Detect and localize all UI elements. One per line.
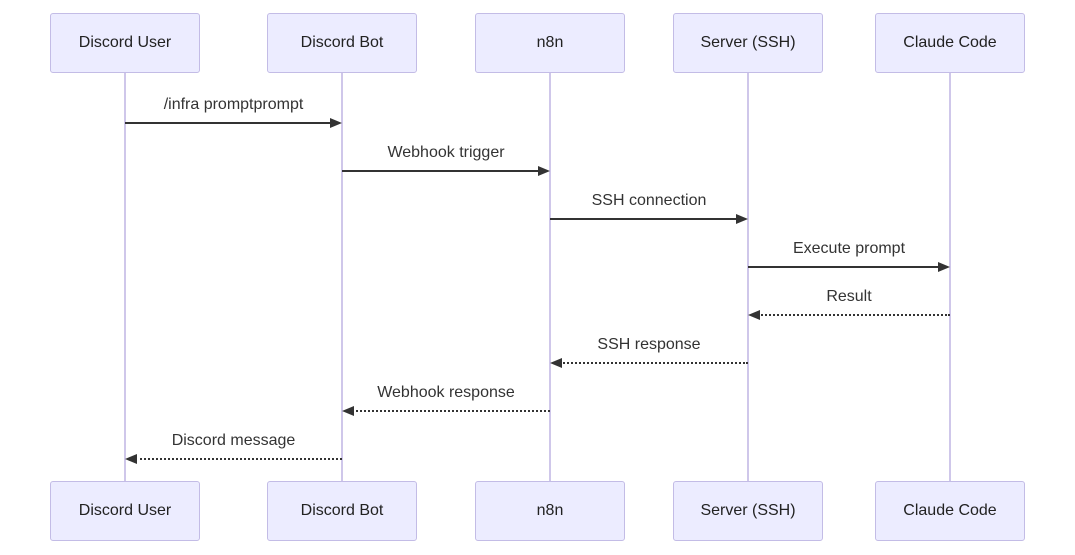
actor-box-top-server-ssh: Server (SSH): [673, 13, 823, 73]
arrowhead-icon: [736, 214, 748, 224]
actor-box-bottom-n8n: n8n: [475, 481, 625, 541]
actor-label-discord-user: Discord User: [78, 502, 172, 519]
actor-label-server-ssh: Server (SSH): [700, 34, 796, 51]
lifeline-claude-code: [949, 73, 951, 481]
actor-label-claude-code: Claude Code: [903, 34, 997, 51]
actor-label-discord-bot: Discord Bot: [300, 34, 384, 51]
message-arrow-line: [352, 410, 550, 412]
lifeline-discord-user: [124, 73, 126, 481]
message-label: /infra promptprompt: [163, 96, 304, 113]
message-arrow-line: [758, 314, 950, 316]
message-arrow-line: [748, 266, 940, 268]
actor-box-top-discord-bot: Discord Bot: [267, 13, 417, 73]
actor-box-top-n8n: n8n: [475, 13, 625, 73]
actor-box-bottom-server-ssh: Server (SSH): [673, 481, 823, 541]
lifeline-discord-bot: [341, 73, 343, 481]
message-arrow-line: [550, 218, 738, 220]
actor-box-top-claude-code: Claude Code: [875, 13, 1025, 73]
actor-label-server-ssh: Server (SSH): [700, 502, 796, 519]
message-arrow-line: [135, 458, 342, 460]
message-label: Execute prompt: [792, 240, 906, 257]
message-arrow-line: [560, 362, 748, 364]
actor-box-bottom-discord-bot: Discord Bot: [267, 481, 417, 541]
actor-label-discord-bot: Discord Bot: [300, 502, 384, 519]
lifeline-n8n: [549, 73, 551, 481]
actor-label-claude-code: Claude Code: [903, 502, 997, 519]
message-label: SSH connection: [591, 192, 707, 209]
actor-label-n8n: n8n: [536, 502, 564, 519]
actor-label-discord-user: Discord User: [78, 34, 172, 51]
arrowhead-icon: [342, 406, 354, 416]
message-label: Webhook trigger: [387, 144, 505, 161]
actor-box-bottom-discord-user: Discord User: [50, 481, 200, 541]
arrowhead-icon: [550, 358, 562, 368]
message-arrow-line: [342, 170, 540, 172]
actor-box-bottom-claude-code: Claude Code: [875, 481, 1025, 541]
arrowhead-icon: [938, 262, 950, 272]
actor-box-top-discord-user: Discord User: [50, 13, 200, 73]
message-label: Result: [826, 288, 872, 305]
arrowhead-icon: [125, 454, 137, 464]
arrowhead-icon: [330, 118, 342, 128]
message-label: Discord message: [171, 432, 296, 449]
actor-label-n8n: n8n: [536, 34, 564, 51]
message-label: Webhook response: [377, 384, 515, 401]
message-arrow-line: [125, 122, 332, 124]
arrowhead-icon: [538, 166, 550, 176]
lifeline-server-ssh: [747, 73, 749, 481]
arrowhead-icon: [748, 310, 760, 320]
message-label: SSH response: [597, 336, 701, 353]
